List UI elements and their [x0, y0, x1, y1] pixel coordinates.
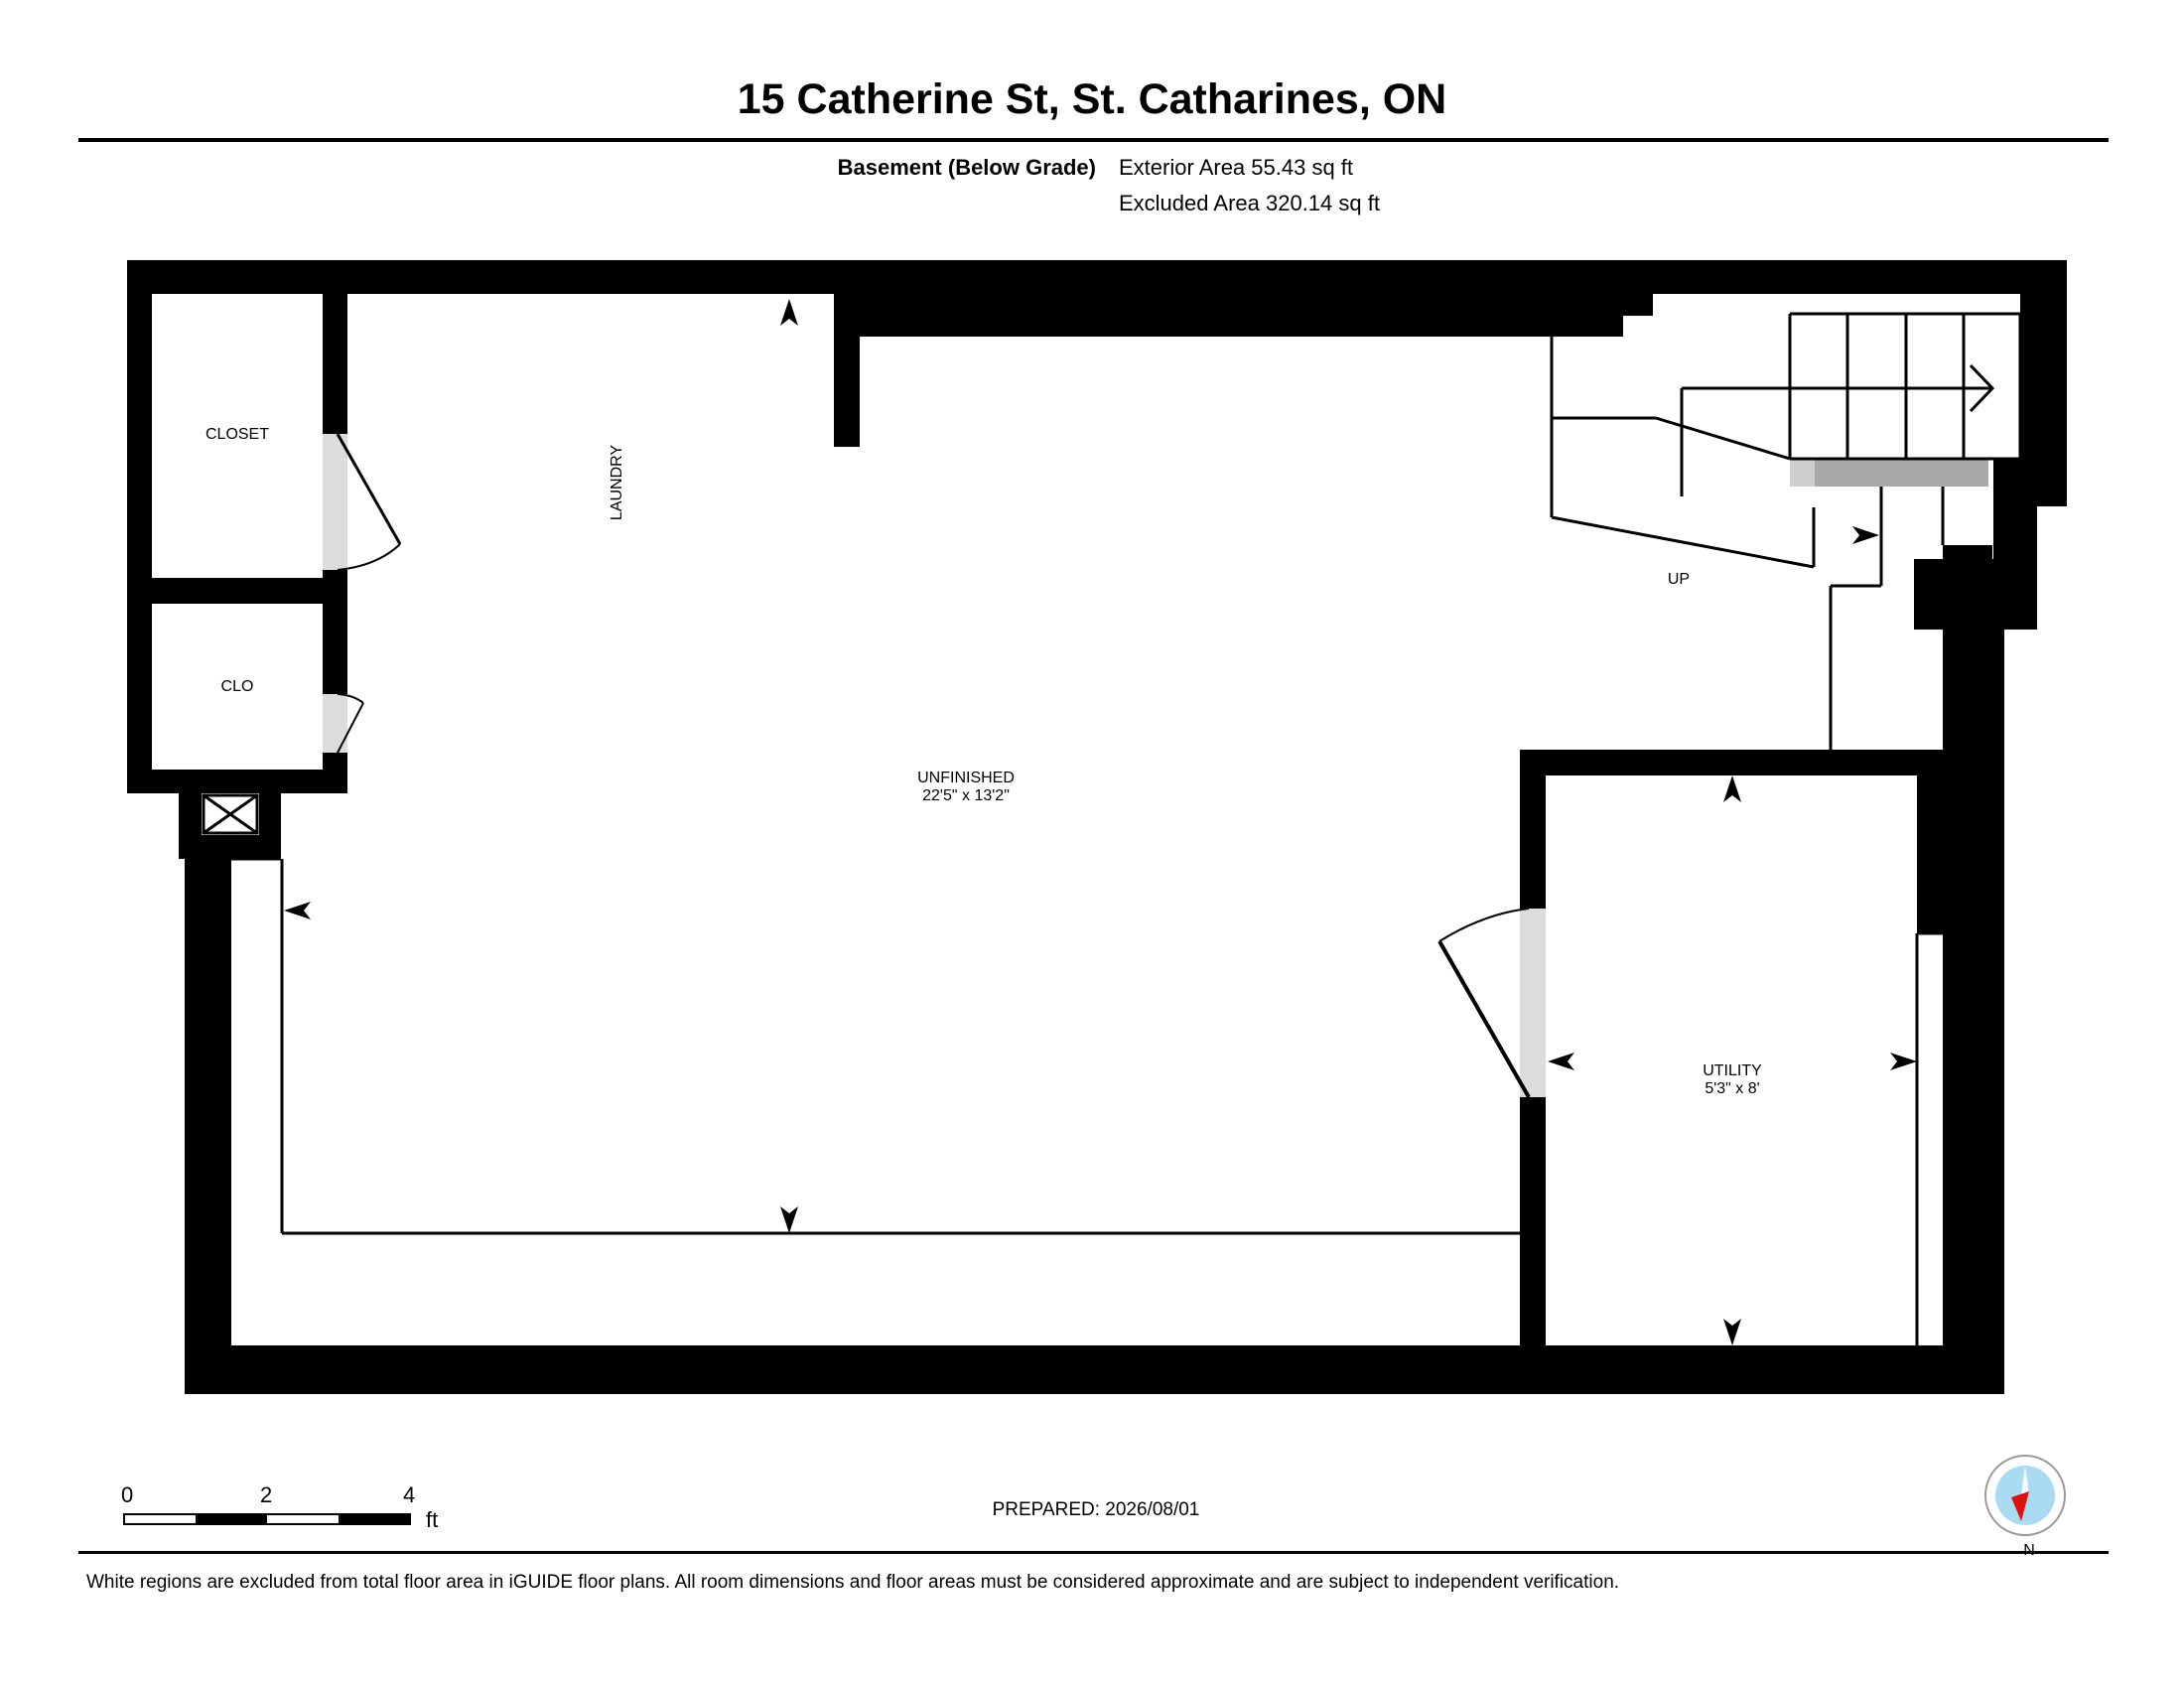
unfinished-dims: 22'5" x 13'2" — [922, 787, 1010, 804]
walls — [127, 260, 2067, 1394]
stairs-up-label: UP — [1668, 571, 1690, 588]
clo-door — [323, 693, 364, 754]
scale-tick-0: 0 — [121, 1482, 134, 1507]
compass-icon: N — [1984, 1455, 2066, 1559]
header-divider — [78, 138, 2109, 142]
closet-door — [323, 433, 402, 571]
closet-label: CLOSET — [205, 426, 269, 443]
clo-label: CLO — [221, 678, 254, 695]
exterior-area: Exterior Area 55.43 sq ft — [1119, 155, 1354, 180]
level-label: Basement (Below Grade) — [837, 155, 1096, 180]
scale-tick-4: 4 — [403, 1482, 416, 1507]
excluded-area: Excluded Area 320.14 sq ft — [1119, 191, 1380, 215]
dimension-arrows — [284, 299, 1917, 1345]
compass-north-label: N — [2023, 1542, 2035, 1559]
stairs — [1550, 312, 2022, 750]
footer-divider — [78, 1551, 2109, 1554]
laundry-label: LAUNDRY — [609, 445, 625, 521]
utility-door — [1437, 908, 1546, 1098]
prepared-date: PREPARED: 2026/08/01 — [992, 1499, 1200, 1520]
page-title: 15 Catherine St, St. Catharines, ON — [737, 75, 1447, 123]
scale-tick-2: 2 — [260, 1482, 273, 1507]
scale-bar — [123, 1513, 411, 1525]
unfinished-label: UNFINISHED — [917, 770, 1015, 786]
utility-dims: 5'3" x 8' — [1705, 1080, 1759, 1097]
disclaimer: White regions are excluded from total fl… — [86, 1572, 1620, 1593]
chimney-cross — [202, 793, 259, 835]
excluded-boundary — [231, 857, 1956, 1345]
utility-label: UTILITY — [1703, 1062, 1762, 1079]
scale-unit: ft — [426, 1507, 439, 1532]
